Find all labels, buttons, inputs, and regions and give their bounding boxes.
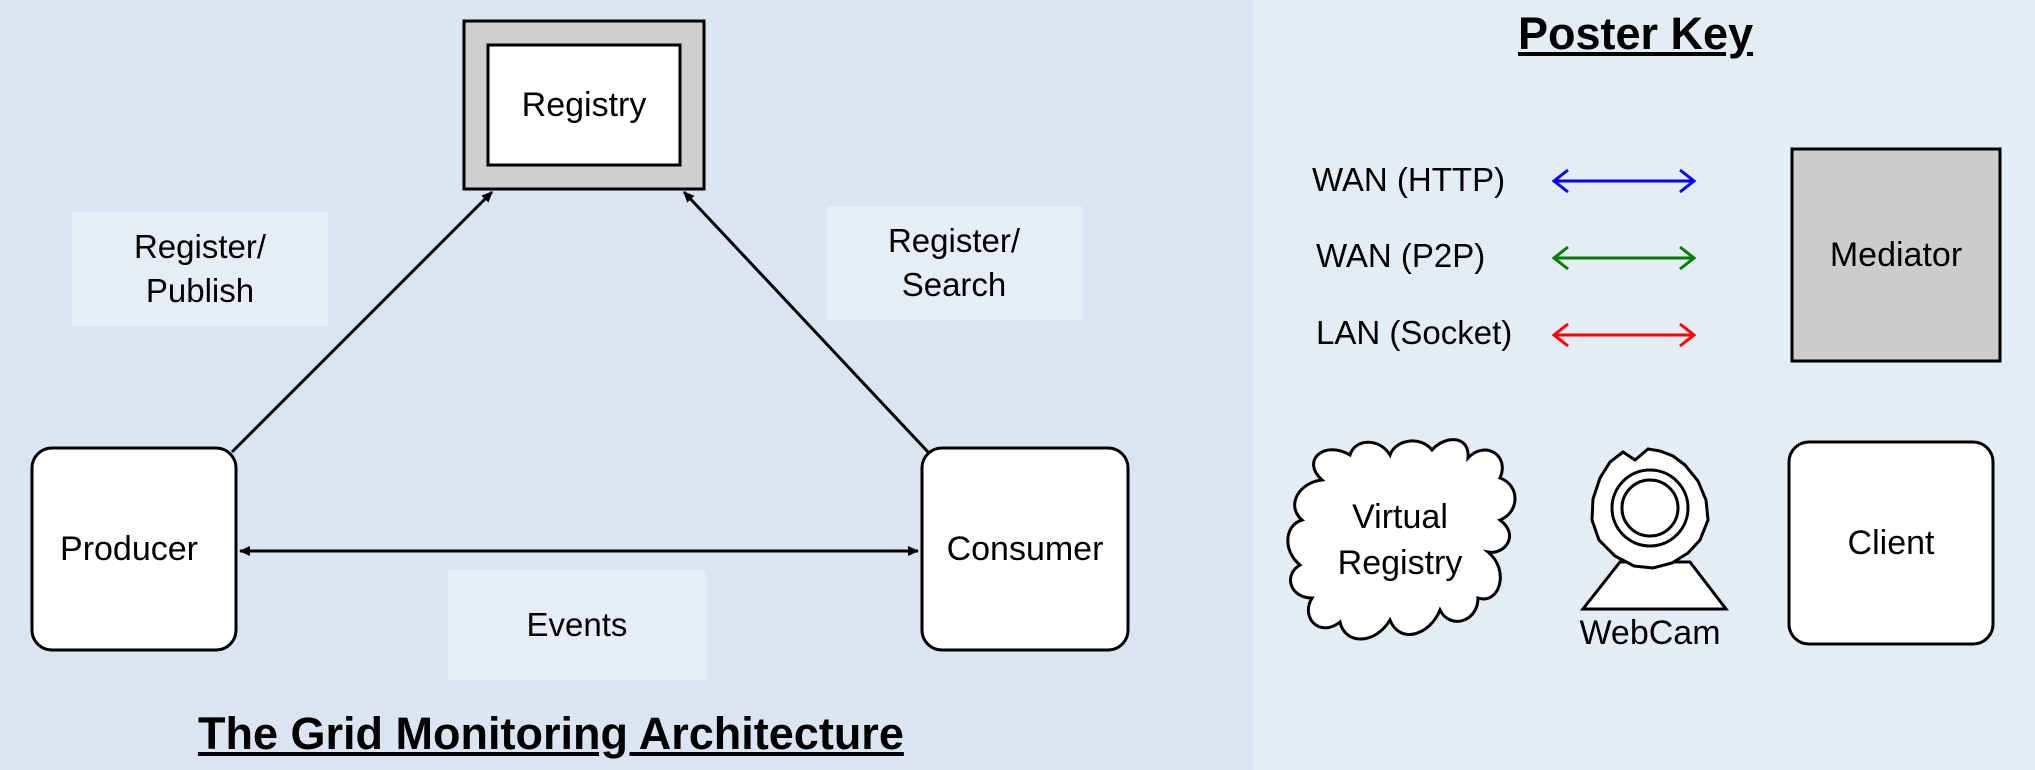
architecture-title: The Grid Monitoring Architecture [198, 708, 904, 759]
webcam-label: WebCam [1579, 614, 1721, 652]
virtual-registry-label: Virtual Registry [1337, 498, 1463, 582]
producer-node [30, 446, 238, 652]
client-label: Client [1847, 524, 1935, 562]
legend-arrow-wan-http [1551, 168, 1697, 194]
consumer-node [920, 446, 1130, 652]
producer-label: Producer [60, 530, 198, 568]
legend-label-wan-p2p: WAN (P2P) [1316, 237, 1486, 274]
consumer-label: Consumer [946, 530, 1104, 568]
mediator-label: Mediator [1829, 236, 1963, 274]
webcam-icon [1579, 447, 1730, 611]
legend-label-lan-socket: LAN (Socket) [1316, 314, 1513, 351]
mediator-symbol [1790, 147, 2002, 363]
cloud-icon [1286, 438, 1517, 641]
client-symbol [1787, 440, 1995, 646]
legend-arrow-wan-p2p [1551, 245, 1697, 271]
registry-node [462, 19, 706, 191]
poster-key-title: Poster Key [1518, 8, 1754, 59]
registry-label: Registry [521, 86, 647, 124]
producer-to-registry-arrow [230, 190, 494, 454]
events-label: Events [448, 570, 706, 680]
register-publish-label: Register/ Publish [72, 212, 328, 326]
legend-arrow-lan-socket [1551, 322, 1697, 348]
legend-label-wan-http: WAN (HTTP) [1312, 161, 1506, 198]
consumer-to-registry-arrow [682, 190, 930, 454]
register-search-label: Register/ Search [826, 206, 1082, 320]
